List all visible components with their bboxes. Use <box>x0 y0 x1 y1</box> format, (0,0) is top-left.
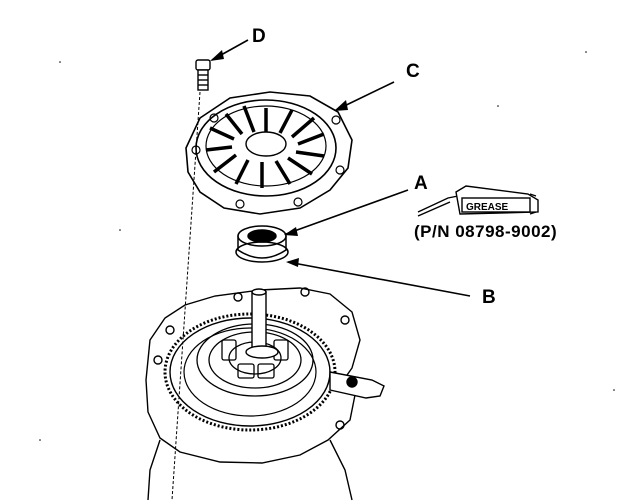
bolt <box>195 59 211 91</box>
bolt-alignment-line <box>171 91 201 501</box>
leader-arrowheads <box>210 50 348 267</box>
release-bearing <box>235 225 289 263</box>
callout-b: B <box>482 287 496 308</box>
scan-speckles <box>39 51 615 441</box>
callout-a: A <box>414 173 428 194</box>
grease-tube-icon <box>417 185 539 217</box>
grease-part-number: (P/N 08798-9002) <box>414 222 558 241</box>
pressure-plate <box>185 91 353 215</box>
release-fork <box>329 371 385 399</box>
grease-tube-label: GREASE <box>466 202 509 213</box>
clutch-alignment-shaft <box>245 288 279 359</box>
callout-d: D <box>252 26 266 47</box>
callout-c: C <box>406 61 420 82</box>
